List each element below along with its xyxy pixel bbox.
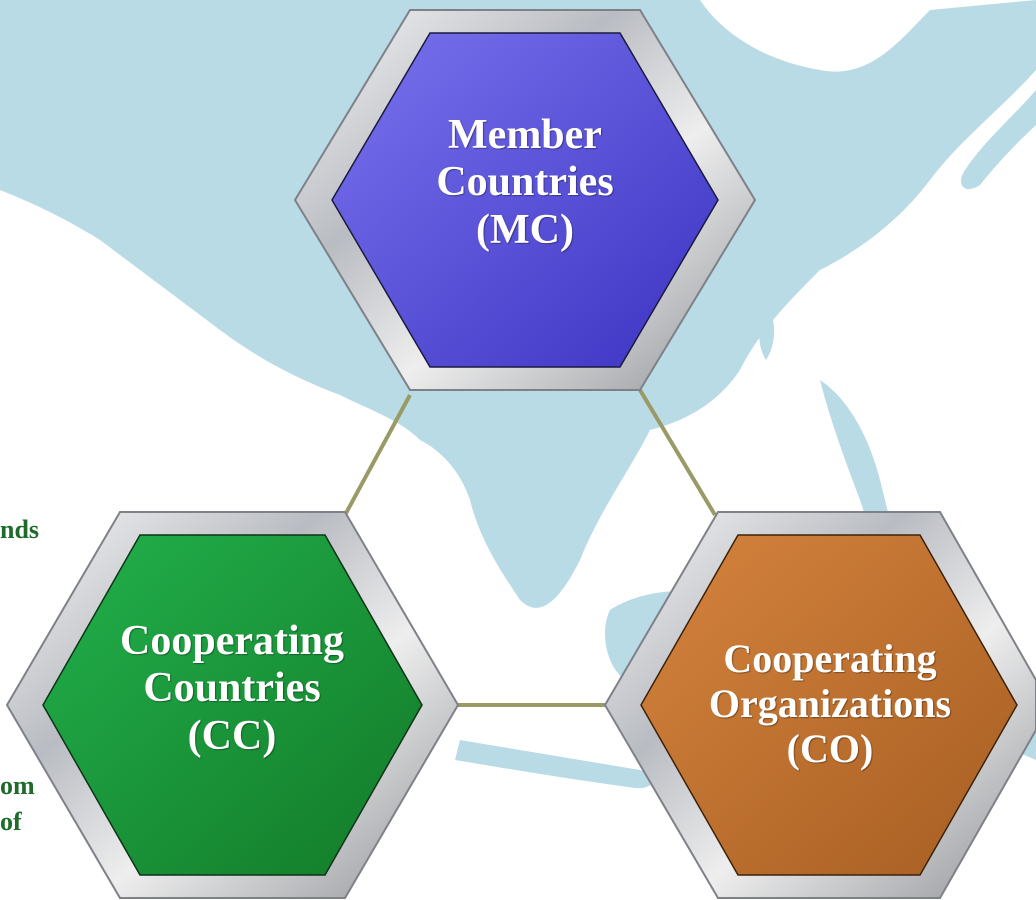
hex-fill-member [331, 32, 719, 368]
connector-mc-cc [343, 394, 412, 516]
cooperating-organizations-label: Cooperating Organizations (CO) [650, 636, 1010, 772]
hex-fill-co [640, 534, 1018, 876]
left-text-fragment-bottom: om of [0, 768, 35, 840]
cc-label-line1: Cooperating [120, 618, 344, 664]
hex-fill-cc [42, 534, 423, 876]
member-countries-label: Member Countries (MC) [400, 112, 650, 254]
left-fragment-top-text: nds [0, 515, 40, 544]
connectors [343, 388, 717, 707]
cc-label-line3: (CC) [187, 712, 277, 759]
member-label-line2: Countries [436, 159, 614, 206]
member-label-line1: Member [448, 112, 602, 158]
member-label-line3: (MC) [476, 206, 574, 253]
connector-mc-co [638, 388, 717, 517]
left-fragment-bottom-line1: om [0, 771, 35, 800]
cc-label-line2: Countries [143, 665, 321, 712]
map-japan [960, 90, 1036, 190]
co-label-line2: Organizations [708, 681, 952, 727]
map-taiwan [759, 300, 775, 360]
co-label-line3: (CO) [786, 726, 874, 772]
co-label-line1: Cooperating [723, 636, 937, 681]
hexagon-cooperating-countries [5, 511, 460, 899]
hexagon-cooperating-organizations [603, 511, 1036, 899]
cooperating-countries-label: Cooperating Countries (CC) [72, 618, 392, 760]
left-text-fragment-top: nds [0, 512, 39, 548]
map-java [455, 740, 653, 789]
left-fragment-bottom-line2: of [0, 807, 22, 836]
hexagon-member-countries [293, 9, 757, 391]
